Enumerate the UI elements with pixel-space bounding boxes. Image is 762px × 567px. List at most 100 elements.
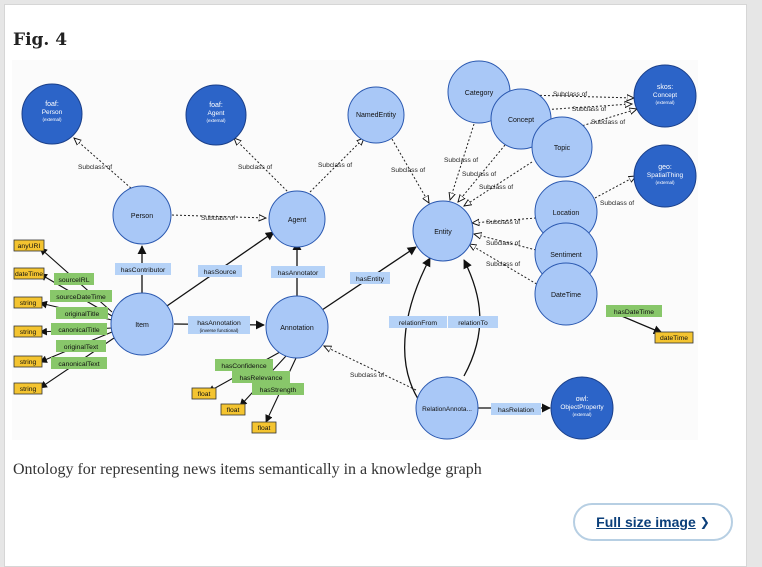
svg-text:Sentiment: Sentiment xyxy=(550,252,582,259)
svg-text:Person: Person xyxy=(131,213,153,220)
label-original-title: originalTitle xyxy=(56,307,108,319)
object-property-labels: hasContributor hasSource hasAnnotator ha… xyxy=(115,263,541,415)
edge-person-foaf-person xyxy=(74,138,141,197)
subclass-label: Subclass of xyxy=(486,219,520,226)
svg-text:geo:: geo: xyxy=(658,164,672,171)
node-entity: Entity xyxy=(412,200,474,262)
subclass-label: Subclass of xyxy=(462,171,496,178)
svg-text:originalTitle: originalTitle xyxy=(65,311,100,318)
subclass-label: Subclass of xyxy=(600,200,634,207)
literal-string: string xyxy=(13,382,43,395)
edge-sentiment-entity xyxy=(474,234,537,251)
edge-category-entity xyxy=(450,123,475,200)
subclass-label: Subclass of xyxy=(78,164,112,171)
class-nodes: NamedEntity Category Concept Topic Perso… xyxy=(110,60,598,440)
literal-float: float xyxy=(220,403,246,416)
label-has-annotation: hasAnnotation (inverse functional) xyxy=(188,316,250,334)
figure-title: Fig. 4 xyxy=(13,30,68,50)
svg-text:hasContributor: hasContributor xyxy=(121,267,166,274)
svg-text:SpatialThing: SpatialThing xyxy=(647,172,684,179)
ontology-diagram: Subclass of Subclass of Subclass of Subc… xyxy=(12,60,698,440)
edge-datetime-entity xyxy=(469,244,541,287)
svg-text:string: string xyxy=(20,329,37,336)
svg-text:hasRelevance: hasRelevance xyxy=(239,375,282,382)
subclass-label: Subclass of xyxy=(591,119,625,126)
label-has-source: hasSource xyxy=(198,265,242,277)
subclass-label: Subclass of xyxy=(572,106,606,113)
svg-text:NamedEntity: NamedEntity xyxy=(356,112,397,119)
label-has-annotator: hasAnnotator xyxy=(271,266,325,278)
label-relation-to: relationTo xyxy=(448,316,498,328)
svg-text:anyURI: anyURI xyxy=(18,243,41,250)
edge-relation-annotation-annotation xyxy=(324,346,417,391)
edge-agent-named-entity xyxy=(309,138,364,193)
label-source-irl: sourceIRL xyxy=(54,273,94,285)
svg-text:hasEntity: hasEntity xyxy=(356,276,385,283)
node-annotation: Annotation xyxy=(265,295,329,359)
svg-text:RelationAnnota...: RelationAnnota... xyxy=(422,406,472,413)
literal-date-time-2: dateTime xyxy=(654,331,694,344)
svg-text:sourceDateTime: sourceDateTime xyxy=(56,294,106,301)
label-has-relevance: hasRelevance xyxy=(232,371,290,383)
subclass-label: Subclass of xyxy=(479,184,513,191)
svg-text:skos:: skos: xyxy=(657,84,673,91)
svg-text:float: float xyxy=(227,407,240,414)
svg-text:originalText: originalText xyxy=(64,344,98,351)
label-has-contributor: hasContributor xyxy=(115,263,171,275)
label-has-strength: hasStrength xyxy=(252,383,304,395)
literal-date-time: dateTime xyxy=(13,267,45,280)
node-datetime: DateTime xyxy=(534,262,598,326)
edge-agent-foaf-agent xyxy=(234,138,291,195)
label-canonical-title: canonicalTitle xyxy=(51,323,107,335)
chevron-right-icon: ❯ xyxy=(699,515,710,529)
node-topic: Topic xyxy=(531,116,593,178)
node-owl-object-property: owl: ObjectProperty (external) xyxy=(550,376,614,440)
svg-text:string: string xyxy=(20,386,37,393)
edge-concept-entity xyxy=(458,144,506,202)
svg-text:hasRelation: hasRelation xyxy=(498,407,534,414)
label-has-relation: hasRelation xyxy=(491,403,541,415)
svg-text:(external): (external) xyxy=(655,100,675,105)
edge-relation-from xyxy=(403,257,431,406)
subclass-label: Subclass of xyxy=(553,91,587,98)
literal-float: float xyxy=(251,421,277,434)
svg-text:Category: Category xyxy=(465,90,494,97)
svg-text:hasAnnotator: hasAnnotator xyxy=(278,270,319,277)
edge-relation-to xyxy=(463,259,481,377)
full-size-image-link[interactable]: Full size image xyxy=(596,514,696,530)
svg-text:hasSource: hasSource xyxy=(204,269,237,276)
svg-text:Concept: Concept xyxy=(653,92,677,99)
svg-text:Topic: Topic xyxy=(554,145,571,152)
node-person: Person xyxy=(112,185,172,245)
svg-text:canonicalText: canonicalText xyxy=(58,361,99,368)
node-geo-spatial-thing: geo: SpatialThing (external) xyxy=(633,144,697,208)
svg-text:Person: Person xyxy=(42,109,63,116)
node-foaf-agent: foaf: Agent (external) xyxy=(185,84,247,146)
svg-text:(external): (external) xyxy=(42,117,62,122)
subclass-labels: Subclass of Subclass of Subclass of Subc… xyxy=(78,91,634,379)
edge-topic-entity xyxy=(464,161,533,206)
svg-text:relationTo: relationTo xyxy=(458,320,488,327)
subclass-label: Subclass of xyxy=(486,261,520,268)
node-named-entity: NamedEntity xyxy=(347,86,405,144)
subclass-label: Subclass of xyxy=(201,215,235,222)
svg-text:(inverse functional): (inverse functional) xyxy=(200,328,239,333)
svg-text:float: float xyxy=(258,425,271,432)
svg-text:Location: Location xyxy=(553,210,580,217)
svg-text:dateTime: dateTime xyxy=(660,335,688,342)
data-property-labels: sourceIRL sourceDateTime originalTitle c… xyxy=(50,273,662,395)
label-has-confidence: hasConfidence xyxy=(215,359,273,371)
edge-named-entity-entity xyxy=(391,138,429,203)
svg-text:Agent: Agent xyxy=(288,217,306,224)
label-original-text: originalText xyxy=(56,340,106,352)
literal-string: string xyxy=(13,325,43,338)
external-nodes: foaf: Person (external) foaf: Agent (ext… xyxy=(21,64,697,440)
literal-nodes: anyURI dateTime string string string str… xyxy=(13,239,694,434)
label-has-date-time: hasDateTime xyxy=(606,305,662,317)
svg-text:Concept: Concept xyxy=(508,117,534,124)
node-agent: Agent xyxy=(268,190,326,248)
full-size-image-button[interactable]: Full size image ❯ xyxy=(573,503,733,541)
node-foaf-person: foaf: Person (external) xyxy=(21,83,83,145)
svg-text:foaf:: foaf: xyxy=(209,102,223,109)
label-source-date-time: sourceDateTime xyxy=(50,290,112,302)
